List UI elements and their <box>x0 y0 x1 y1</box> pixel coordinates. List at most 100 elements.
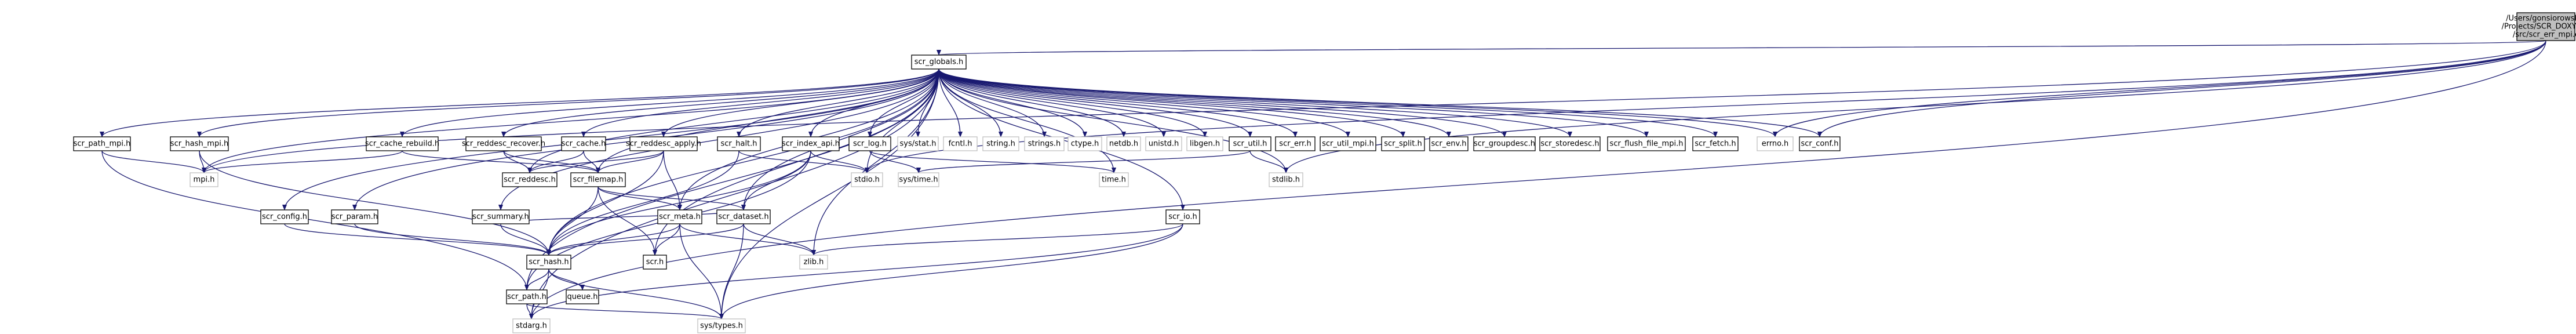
node-stdio-h: stdio.h <box>851 172 883 187</box>
node-scr-summary-h[interactable]: scr_summary.h <box>472 209 530 224</box>
node-label: /Projects/SCR_DOXY/scr <box>2502 23 2576 31</box>
node-scr-env-h[interactable]: scr_env.h <box>1429 136 1469 151</box>
edge-scr_cache_rebuild_h-to-mpi_h <box>202 150 403 173</box>
edge-scr_index_api_h-to-scr_hash_h <box>546 150 811 256</box>
node-scr-util-mpi-h[interactable]: scr_util_mpi.h <box>1320 136 1376 151</box>
node-scr-path-mpi-h[interactable]: scr_path_mpi.h <box>73 136 131 151</box>
node-box <box>851 172 883 187</box>
node-scr-reddesc-apply-h[interactable]: scr_reddesc_apply.h <box>626 136 701 151</box>
node-label: scr_hash.h <box>529 258 569 267</box>
edge-scr_halt_h-to-scr_hash_h <box>546 150 739 256</box>
node-box <box>717 136 761 151</box>
node-box <box>331 209 378 224</box>
edge-scr_globals_h-to-scr_reddesc_apply_h <box>661 68 939 137</box>
edge-scr_globals_h-to-scr_util_h <box>938 68 1252 137</box>
node-label: netdb.h <box>1109 140 1138 148</box>
node-box <box>1757 136 1794 151</box>
node-box <box>1024 136 1065 151</box>
node-label: scr_util.h <box>1233 140 1267 148</box>
node-label: scr_split.h <box>1384 140 1422 148</box>
node-label: queue.h <box>567 293 597 302</box>
node-scr-err-h[interactable]: scr_err.h <box>1275 136 1316 151</box>
node-box <box>502 172 558 187</box>
edge-scr_globals_h-to-scr_reddesc_h <box>527 68 939 173</box>
edge-scr_io_h-to-zlib_h <box>811 223 1183 256</box>
node-scr-hash-mpi-h[interactable]: scr_hash_mpi.h <box>170 136 229 151</box>
node-label: libgen.h <box>1190 140 1220 148</box>
node-label: scr_fetch.h <box>1695 140 1736 148</box>
node-scr-filemap-h[interactable]: scr_filemap.h <box>570 172 626 187</box>
edge-scr_globals_h-to-libgen_h <box>938 68 1207 137</box>
edge-scr_globals_h-to-scr_flush_file_mpi_h <box>938 68 1649 137</box>
node-libgen-h: libgen.h <box>1186 136 1223 151</box>
edge-scr_globals_h-to-scr_util_mpi_h <box>938 68 1350 137</box>
node-time-h: time.h <box>1099 172 1129 187</box>
node-queue-h[interactable]: queue.h <box>566 289 599 304</box>
node-box <box>2516 12 2575 41</box>
node-scr-io-h[interactable]: scr_io.h <box>1165 209 1200 224</box>
node-label: scr_reddesc_recover.h <box>462 140 545 148</box>
node-scr-meta-h[interactable]: scr_meta.h <box>657 209 702 224</box>
node-label: string.h <box>986 140 1015 148</box>
node-scr-reddesc-h[interactable]: scr_reddesc.h <box>502 172 558 187</box>
node-box <box>716 209 771 224</box>
node-scr-flush-file-mpi-h[interactable]: scr_flush_file_mpi.h <box>1607 136 1686 151</box>
node-scr-dataset-h[interactable]: scr_dataset.h <box>716 209 771 224</box>
node-scr-path-h[interactable]: scr_path.h <box>506 289 548 304</box>
node-root[interactable]: /Users/gonsiorowski1/Projects/SCR_DOXY/s… <box>2502 12 2576 41</box>
node-box <box>366 136 439 151</box>
node-scr-config-h[interactable]: scr_config.h <box>260 209 309 224</box>
edge-scr_globals_h-to-scr_halt_h <box>737 68 939 137</box>
node-scr-storedesc-h[interactable]: scr_storedesc.h <box>1539 136 1601 151</box>
node-scr-fetch-h[interactable]: scr_fetch.h <box>1692 136 1739 151</box>
node-scr-conf-h[interactable]: scr_conf.h <box>1799 136 1841 151</box>
node-box <box>1106 136 1141 151</box>
edge-scr_globals_h-to-sys_types_h <box>719 68 939 320</box>
node-sys-time-h: sys/time.h <box>898 172 939 187</box>
node-box <box>629 136 698 151</box>
node-label: time.h <box>1102 176 1126 184</box>
node-label: scr_reddesc.h <box>504 176 556 184</box>
node-box <box>260 209 309 224</box>
node-sys-stat-h: sys/stat.h <box>897 136 939 151</box>
node-label: scr_meta.h <box>659 213 701 222</box>
node-label: scr_conf.h <box>1801 140 1838 148</box>
node-ctype-h: ctype.h <box>1067 136 1102 151</box>
edge-scr_index_api_h-to-stdio_h <box>810 150 869 173</box>
edge-scr_globals_h-to-stdarg_h <box>529 68 939 320</box>
edge-scr_meta_h-to-sys_types_h <box>679 223 724 320</box>
node-scr-cache-rebuild-h[interactable]: scr_cache_rebuild.h <box>365 136 439 151</box>
node-scr-globals-h[interactable]: scr_globals.h <box>911 55 967 70</box>
node-box <box>1473 136 1536 151</box>
node-scr-log-h[interactable]: scr_log.h <box>848 136 891 151</box>
node-scr-split-h[interactable]: scr_split.h <box>1381 136 1425 151</box>
node-scr-param-h[interactable]: scr_param.h <box>331 209 378 224</box>
node-box <box>506 289 548 304</box>
node-string-h: string.h <box>982 136 1019 151</box>
node-scr-util-h[interactable]: scr_util.h <box>1229 136 1271 151</box>
edge-scr_dataset_h-to-zlib_h <box>743 223 816 256</box>
node-label: scr.h <box>646 258 664 267</box>
edge-scr_globals_h-to-scr_cache_rebuild_h <box>400 68 939 137</box>
node-fcntl-h: fcntl.h <box>943 136 978 151</box>
node-label: ctype.h <box>1071 140 1099 148</box>
node-scr-h[interactable]: scr.h <box>643 255 667 270</box>
node-scr-index-api-h[interactable]: scr_index_api.h <box>782 136 840 151</box>
edge-scr_globals_h-to-scr_split_h <box>938 68 1405 137</box>
edge-scr_globals_h-to-unistd_h <box>938 68 1166 137</box>
node-scr-cache-h[interactable]: scr_cache.h <box>561 136 606 151</box>
edge-scr_globals_h-to-netdb_h <box>938 68 1126 137</box>
edge-scr_log_h-to-time_h <box>869 150 1116 173</box>
node-scr-halt-h[interactable]: scr_halt.h <box>717 136 761 151</box>
node-box <box>1099 172 1129 187</box>
node-scr-hash-h[interactable]: scr_hash.h <box>526 255 571 270</box>
nodes-layer: /Users/gonsiorowski1/Projects/SCR_DOXY/s… <box>73 12 2576 333</box>
node-netdb-h: netdb.h <box>1106 136 1141 151</box>
edge-scr_dataset_h-to-sys_types_h <box>719 223 744 320</box>
node-label: scr_path_mpi.h <box>74 140 131 148</box>
edge-scr_filemap_h-to-scr_dataset_h <box>597 186 746 210</box>
node-scr-groupdesc-h[interactable]: scr_groupdesc.h <box>1473 136 1536 151</box>
node-label: unistd.h <box>1149 140 1179 148</box>
node-scr-reddesc-recover-h[interactable]: scr_reddesc_recover.h <box>462 136 545 151</box>
